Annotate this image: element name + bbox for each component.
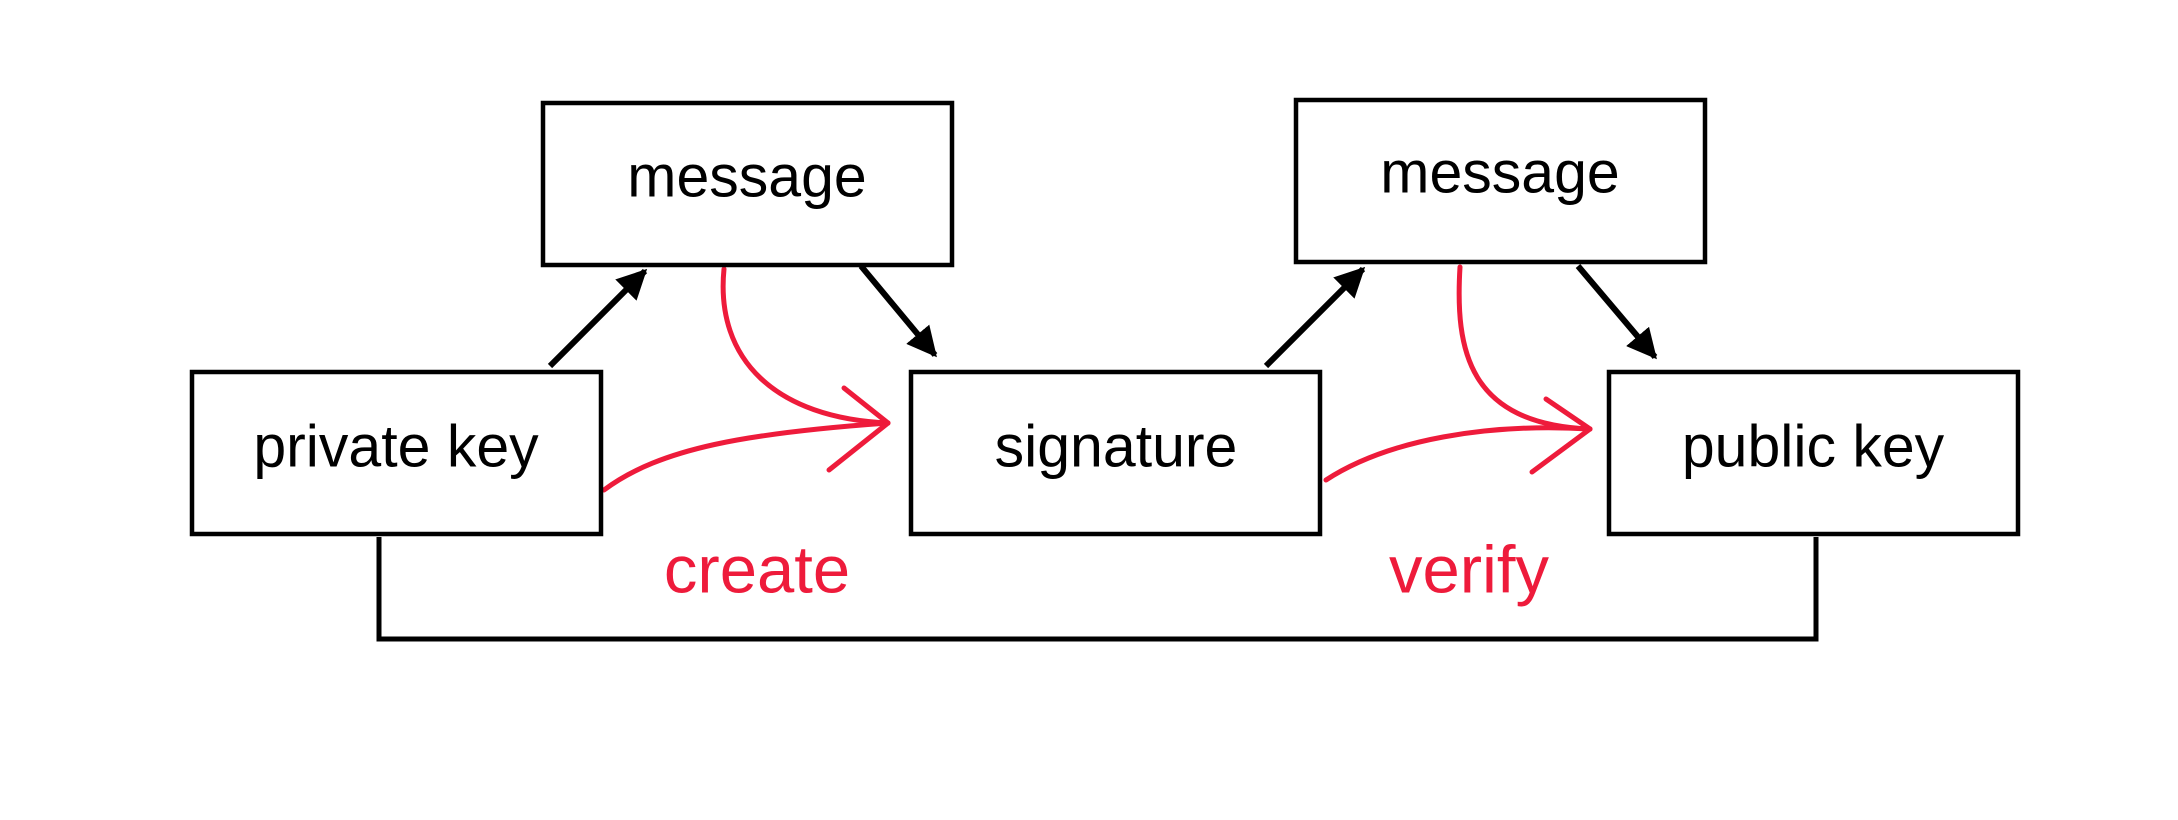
private-key-label: private key [253, 414, 539, 480]
signature-node: signature [908, 369, 1323, 537]
public-key-node: public key [1606, 369, 2021, 537]
message-to-public-key-arrow [1575, 264, 1658, 360]
private-key-to-message-arrow [547, 268, 648, 369]
private-key-node: private key [189, 369, 604, 537]
signature-label: signature [995, 414, 1238, 480]
message-to-signature-arrow [858, 264, 938, 358]
message-node-verify: message [1293, 97, 1708, 265]
message-node-create: message [540, 100, 955, 268]
message-create-label: message [627, 144, 866, 210]
key-pair-connector [376, 537, 1819, 642]
public-key-label: public key [1682, 414, 1945, 480]
signature-to-message-arrow [1263, 266, 1366, 369]
create-operation-arrow [601, 266, 891, 493]
verify-label: verify [1389, 533, 1550, 608]
message-verify-label: message [1380, 140, 1619, 206]
create-label: create [664, 533, 850, 608]
verify-operation-arrow [1323, 264, 1593, 483]
